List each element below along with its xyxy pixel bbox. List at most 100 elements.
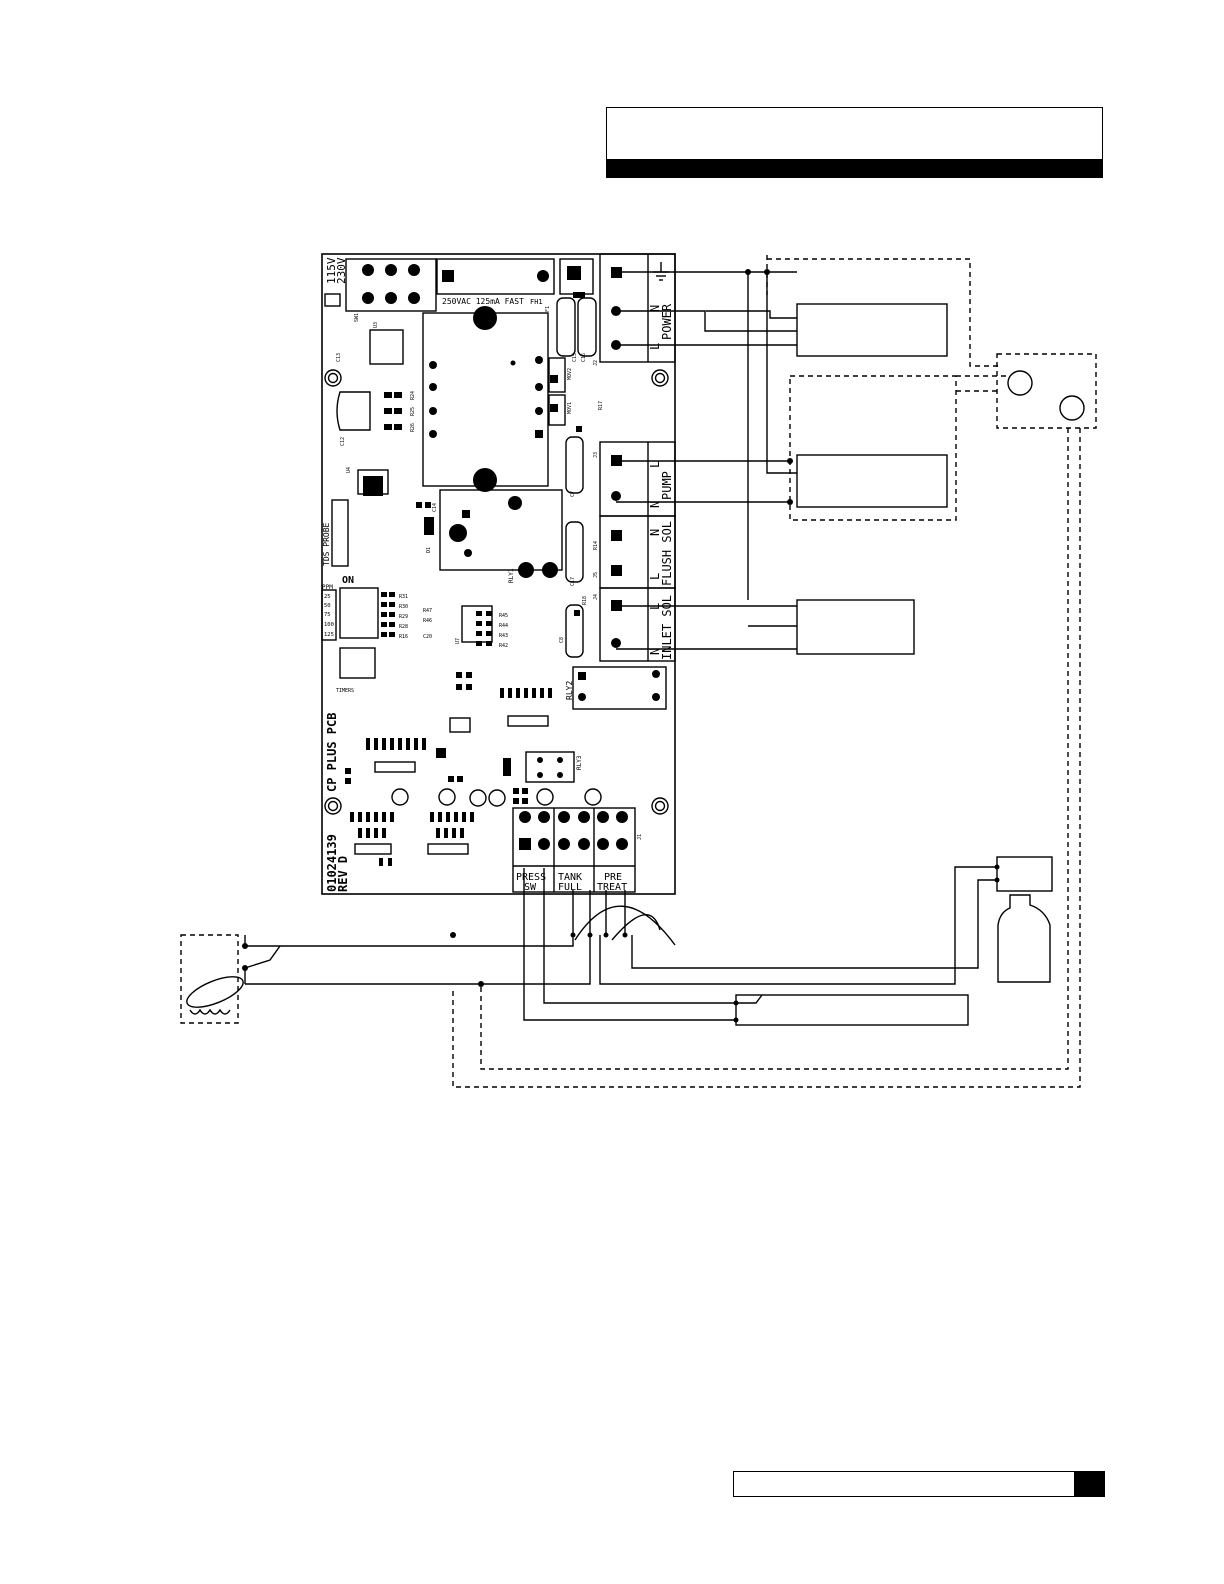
ref-mov1: MOV1 [567, 402, 573, 414]
device-box-power [796, 303, 948, 357]
relay-2 [572, 666, 667, 710]
power-pin-l: L [648, 343, 662, 350]
capacitor-c8 [565, 604, 584, 658]
ref-u7: U7 [455, 638, 461, 644]
pump-pin-l: L [648, 461, 662, 468]
ref-j4: J4 [593, 594, 599, 600]
footer-page-tab [1074, 1472, 1104, 1496]
ref-j1: J1 [637, 834, 643, 840]
pcb-outline [321, 253, 676, 895]
device-box-pump-motor [796, 454, 948, 508]
ref-c8: C8 [559, 637, 565, 643]
ref-c14: C14 [432, 503, 438, 512]
fuse-clip-c16 [577, 297, 597, 357]
ppm-header: PPM [322, 584, 333, 591]
terminal-screws [242, 264, 1000, 1023]
ref-c15: C15 [572, 353, 578, 362]
ref-u4: U4 [346, 467, 352, 473]
dip-switch [339, 587, 379, 639]
on-label: ON [342, 575, 354, 586]
ppm-value-125: 125 [324, 632, 334, 638]
voltage-230-label: 230V [335, 257, 348, 284]
ref-j3: J3 [593, 452, 599, 458]
relay-3-label: RLY3 [576, 755, 583, 770]
ref-sw1: SW1 [354, 313, 360, 322]
flush-pin-l: L [648, 573, 662, 580]
ground-symbol [653, 262, 669, 281]
ref-c7: C7 [570, 491, 576, 497]
tds-probe-header [331, 499, 349, 567]
press-sw-label-1: PRESS [516, 872, 546, 883]
pretreat-wiring [572, 856, 1053, 985]
ref-c12: C12 [340, 437, 346, 446]
ref-r45: R45 [499, 613, 508, 619]
inlet-sol-terminal-label: INLET SOL [660, 595, 674, 660]
ref-r24: R24 [410, 391, 416, 400]
ppm-value-25: 25 [324, 594, 331, 600]
ref-r26: R26 [410, 423, 416, 432]
fuse-holder [436, 258, 555, 295]
voltage-115-label: 115V [325, 257, 338, 284]
ref-r47: R47 [423, 608, 432, 614]
capacitor-c7 [565, 436, 584, 494]
ppm-selector [321, 589, 337, 641]
mov-2 [548, 357, 566, 393]
flush-sol-terminal-label: FLUSH SOL [660, 521, 674, 586]
ref-r42: R42 [499, 643, 508, 649]
power-terminal-block [599, 253, 676, 363]
ref-f1: F1 [545, 306, 551, 312]
pre-treat-label-2: TREAT [597, 882, 627, 893]
motor-terminal-1 [1007, 370, 1033, 396]
tds-probe-label: TDS PROBE [322, 522, 331, 566]
ref-r14: R14 [593, 541, 599, 550]
ref-r16: R16 [399, 634, 408, 640]
ref-r17: R17 [598, 401, 604, 410]
relay-2-label: RLY2 [565, 681, 574, 700]
pcb-name-label: CP PLUS PCB [325, 713, 339, 792]
dip-switch-2 [339, 647, 376, 679]
mov-1 [548, 394, 566, 426]
power-wiring [616, 271, 797, 650]
device-box-inlet-solenoid [796, 599, 915, 655]
fuse-ref-label: FH1 [530, 298, 543, 306]
fuse-clip-f1 [556, 297, 576, 357]
power-pin-n: N [648, 305, 662, 312]
tank-full-label-2: FULL [558, 882, 582, 893]
voltage-select-connector [345, 258, 437, 312]
press-sw-label-2: SW [524, 882, 537, 893]
tank-full-label-1: TANK [558, 872, 582, 883]
ref-r30: R30 [399, 604, 408, 610]
ref-r31: R31 [399, 594, 408, 600]
relay-1-label: RLY1 [508, 568, 515, 583]
ref-r28: R28 [399, 624, 408, 630]
status-leds [391, 788, 602, 807]
ppm-value-100: 100 [324, 622, 334, 628]
float-switch-wiring [186, 935, 591, 1015]
flush-pin-n: N [648, 529, 662, 536]
inlet-sol-terminal-block [599, 587, 676, 662]
ref-u3: U3 [373, 322, 379, 328]
ref-r25: R25 [410, 407, 416, 416]
ref-r44: R44 [499, 623, 508, 629]
capacitor-c17 [565, 521, 584, 583]
inlet-pin-n: N [648, 648, 662, 655]
ref-j5: J5 [593, 572, 599, 578]
header-box [606, 107, 1103, 178]
pump-terminal-label: PUMP [660, 471, 674, 500]
ic-u2 [354, 843, 392, 855]
pretreat-tank [997, 894, 1051, 983]
ref-r43: R43 [499, 633, 508, 639]
smd-pads [345, 392, 582, 866]
footer-box [733, 1471, 1105, 1497]
ref-j2: J2 [593, 360, 599, 366]
ppm-value-50: 50 [324, 603, 331, 609]
ref-c13: C13 [336, 353, 342, 362]
pre-treat-label-1: PRE [604, 872, 622, 883]
ic-u3b [427, 843, 469, 855]
part-number-label: 01024139 [325, 834, 339, 892]
ref-c20: C20 [423, 634, 432, 640]
transformer [422, 312, 549, 487]
ppm-value-75: 75 [324, 612, 331, 618]
voltage-slide-switch [324, 293, 341, 307]
